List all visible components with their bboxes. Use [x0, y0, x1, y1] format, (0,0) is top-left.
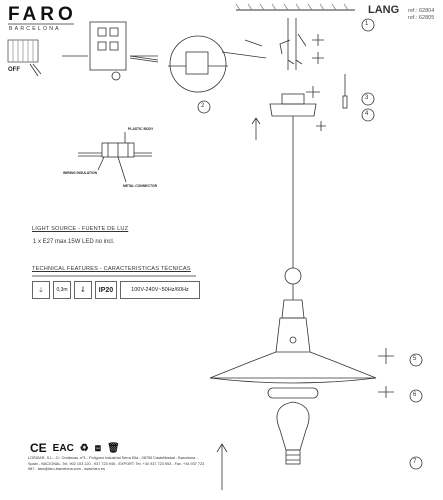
technical-features-title: TECHNICAL FEATURES - CARACTERISTICAS TÉC… [32, 266, 191, 272]
ground-icon: ⏚ [32, 281, 50, 299]
zoom-detail [168, 35, 267, 93]
terminal-block-illustration [7, 39, 42, 77]
certifications-row: CE EAC ♻ ⧈ 🗑 [30, 441, 126, 455]
voltage-rating: 100V-240V~50Hz/60Hz [120, 281, 200, 299]
step-number: 1 [365, 21, 369, 27]
plastic-body-label: PLASTIC BODY [128, 127, 154, 131]
lamp-holder [275, 299, 311, 353]
weee-bin-icon: 🗑 [107, 442, 120, 454]
wiring-detail [78, 132, 152, 183]
metal-connector-label: METAL CONNECTOR [123, 184, 158, 188]
step-number: 3 [365, 95, 369, 101]
brand-logo: FARO [8, 4, 77, 25]
screwdriver-icon [342, 74, 348, 109]
step-number: 2 [201, 103, 205, 109]
reference-number: ref.: 62805 [408, 15, 435, 21]
ip-rating: IP20 [95, 281, 117, 299]
lamp-shade [209, 351, 377, 384]
company-address: LORIZAR, S.L.- C/. Ondárcas, nº1 - Políg… [28, 456, 205, 472]
connector-illustration [62, 21, 159, 81]
ceiling-canopy [269, 93, 317, 128]
screw-icon [312, 34, 324, 64]
step-number: 6 [413, 392, 417, 398]
ceiling-illustration [235, 3, 355, 11]
step-number: 5 [413, 356, 417, 362]
recycle-icon: ♻ [79, 442, 89, 454]
off-label: OFF [8, 67, 20, 73]
wiring-insulation-label: WIRING INSULATION [63, 171, 98, 175]
brand-subtitle: BARCELONA [9, 26, 61, 32]
step-number: 4 [365, 111, 369, 117]
technical-features-row: ⏚ 0,3m 🌡 IP20 100V-240V~50Hz/60Hz [32, 281, 203, 299]
eac-mark: EAC [52, 442, 74, 454]
light-bulb-illustration [276, 401, 310, 465]
shade-ring [267, 387, 319, 399]
arrow-up-icon [216, 443, 228, 490]
distance-indicator: 0,3m [53, 281, 71, 299]
step-number: 7 [413, 459, 417, 465]
temperature-icon: 🌡 [74, 281, 92, 299]
light-source-text: 1 x E27 max.15W LED no incl. [33, 239, 115, 245]
class-ii-icon: ⧈ [94, 442, 102, 454]
ce-mark: CE [30, 441, 47, 455]
model-name: LANG [368, 4, 400, 16]
light-source-title: LIGHT SOURCE - FUENTE DE LUZ [32, 226, 129, 232]
reference-number: ref.: 62804 [408, 8, 435, 14]
